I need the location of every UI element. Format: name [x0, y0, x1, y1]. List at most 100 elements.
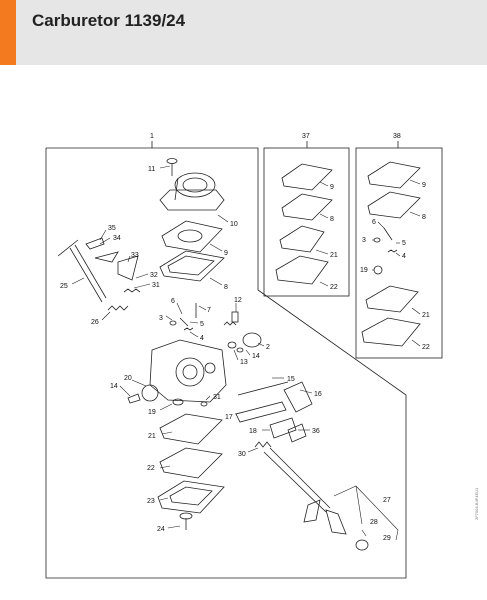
- part-29-drawing: [355, 539, 369, 551]
- part-16-drawing: [283, 381, 313, 413]
- kit38-plate-9-drawing: [367, 161, 421, 189]
- callout-15: 15: [287, 376, 295, 383]
- part-13-drawing: [227, 341, 237, 349]
- callout-26: 26: [91, 319, 99, 326]
- diaphragm-20-drawing: [141, 384, 159, 402]
- cover-23-drawing: [157, 480, 225, 514]
- callout-11: 11: [148, 166, 155, 173]
- filter-19a-drawing: [172, 398, 184, 406]
- page-header: Carburetor 1139/24: [0, 0, 487, 65]
- screw-24-drawing: [179, 512, 193, 530]
- callout-7: 7: [207, 307, 211, 314]
- part-36-drawing: [287, 423, 307, 443]
- throttle-shaft-27-drawing: [263, 447, 347, 535]
- plate-9-drawing: [161, 220, 223, 253]
- callout-31: 31: [152, 282, 160, 289]
- spring-4-drawing: [183, 327, 194, 331]
- callout-19: 19: [148, 409, 156, 416]
- kit38-callout-6: 6: [372, 219, 376, 226]
- housing-10-drawing: [159, 172, 225, 211]
- callout-22: 22: [147, 465, 155, 472]
- callout-4: 4: [200, 335, 204, 342]
- callout-36: 36: [312, 428, 320, 435]
- kit38-callout-4: 4: [402, 253, 406, 260]
- kit38-callout-22: 22: [422, 344, 430, 351]
- kit38-gasket-22-drawing: [361, 317, 421, 347]
- kit38-part-3-drawing: [373, 237, 381, 243]
- kit37-callout-8: 8: [330, 216, 334, 223]
- kit38-callout-9: 9: [422, 182, 426, 189]
- orange-accent-bar: [0, 0, 16, 65]
- kit37-callout-9: 9: [330, 184, 334, 191]
- callout-24: 24: [157, 526, 165, 533]
- carburetor-body-drawing: [149, 339, 227, 403]
- kit-37-frame: [263, 147, 350, 297]
- group-label-37: 37: [302, 133, 310, 140]
- ring-2-drawing: [242, 332, 262, 348]
- kit37-plate-21-drawing: [279, 225, 325, 253]
- callout-32: 32: [150, 272, 158, 279]
- callout-3: 3: [159, 315, 163, 322]
- part-33-drawing: [117, 255, 139, 281]
- drawing-code: 2F7004-B4F4EU1: [474, 487, 479, 520]
- kit38-callout-8: 8: [422, 214, 426, 221]
- gasket-22a-drawing: [159, 447, 223, 479]
- callout-33: 33: [131, 252, 139, 259]
- plate-21a-drawing: [159, 413, 223, 445]
- callout-14: 14: [252, 353, 260, 360]
- part-3-drawing: [169, 320, 177, 326]
- part-31b-drawing: [200, 401, 208, 407]
- spring-26-drawing: [107, 305, 129, 311]
- callout-18: 18: [249, 428, 257, 435]
- kit38-filter-19-drawing: [373, 265, 383, 275]
- callout-34: 34: [113, 235, 121, 242]
- callout-23: 23: [147, 498, 155, 505]
- group-label-38: 38: [393, 133, 401, 140]
- part-14a-drawing: [236, 347, 244, 353]
- kit37-plate-9-drawing: [281, 163, 333, 191]
- kit37-callout-21: 21: [330, 252, 338, 259]
- kit38-gasket-8-drawing: [367, 191, 421, 219]
- screw-14b-drawing: [127, 393, 141, 404]
- callout-28: 28: [370, 519, 378, 526]
- kit-38-frame: [355, 147, 443, 359]
- spring-32-drawing: [123, 288, 141, 293]
- kit38-plate-21-drawing: [365, 285, 419, 313]
- part-18-drawing: [269, 417, 297, 439]
- callout-8: 8: [224, 284, 228, 291]
- kit38-callout-19: 19: [360, 267, 368, 274]
- callout-10: 10: [230, 221, 238, 228]
- part-35-drawing: [85, 237, 105, 250]
- part-6-drawing: [179, 317, 189, 327]
- group-label-1: 1: [150, 133, 154, 140]
- callout-30: 30: [238, 451, 246, 458]
- lever-25-drawing: [57, 239, 119, 303]
- kit38-callout-21: 21: [422, 312, 430, 319]
- main-group-frame: [45, 147, 407, 579]
- part-12-drawing: [223, 311, 239, 326]
- callout-14-lower: 14: [110, 383, 118, 390]
- callout-12: 12: [234, 297, 242, 304]
- kit38-spring-4-drawing: [387, 249, 398, 253]
- needle-15-drawing: [237, 381, 289, 396]
- page-title: Carburetor 1139/24: [32, 11, 186, 30]
- callout-13: 13: [240, 359, 248, 366]
- kit38-callout-5: 5: [402, 240, 406, 247]
- kit37-callout-22: 22: [330, 284, 338, 291]
- kit38-part-6-drawing: [383, 227, 393, 241]
- callout-29: 29: [383, 535, 391, 542]
- needle-17-drawing: [235, 401, 287, 423]
- callout-20: 20: [124, 375, 132, 382]
- callout-9: 9: [224, 250, 228, 257]
- callout-35: 35: [108, 225, 116, 232]
- callout-25: 25: [60, 283, 68, 290]
- kit37-gasket-8-drawing: [281, 193, 333, 221]
- screw-11-drawing: [166, 158, 178, 176]
- callout-17: 17: [225, 414, 233, 421]
- kit37-gasket-22-drawing: [275, 255, 329, 285]
- callout-27: 27: [383, 497, 391, 504]
- callout-31-lower: 31: [213, 394, 221, 401]
- spring-30-drawing: [254, 441, 272, 448]
- callout-2: 2: [266, 344, 270, 351]
